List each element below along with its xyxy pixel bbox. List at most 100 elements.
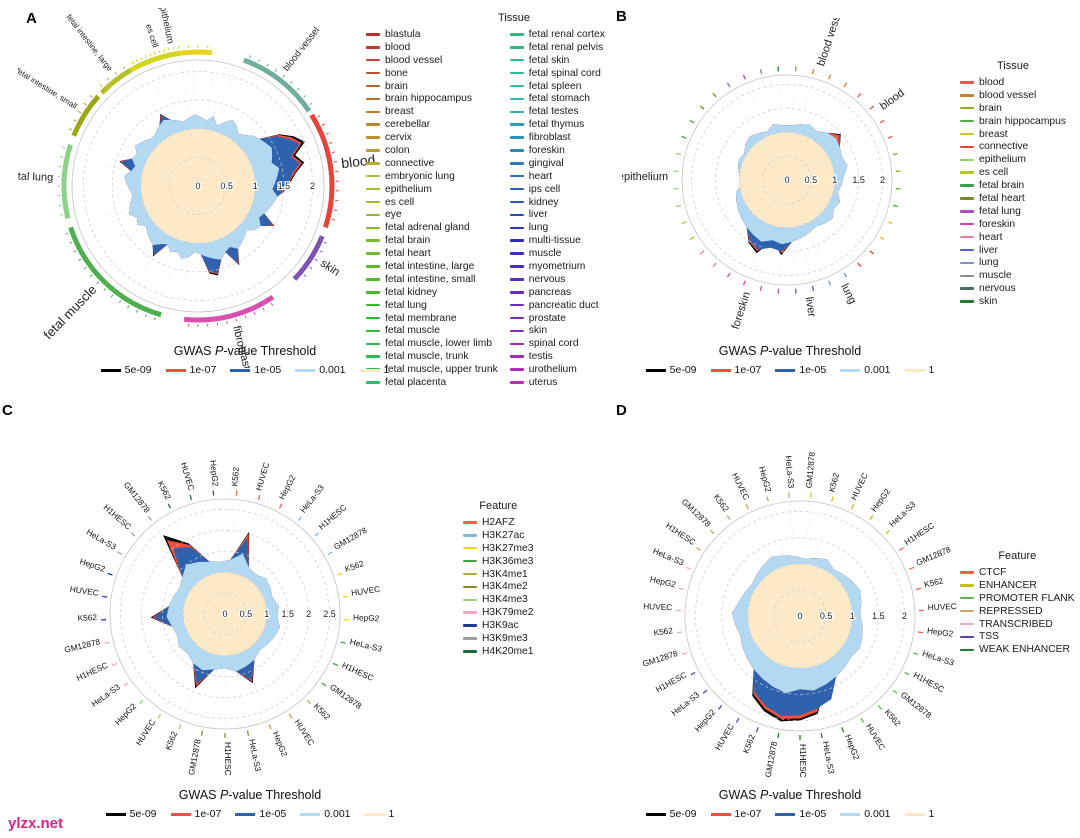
- spoke-label: K562: [653, 625, 674, 638]
- threshold-legend-item: 1: [359, 364, 389, 376]
- spoke-label: HUVEC: [293, 717, 317, 747]
- legend-item: pancreatic duct: [509, 299, 605, 312]
- threshold-legend-item: 5e-09: [645, 808, 697, 820]
- legend-label: myometrium: [528, 260, 586, 272]
- legend-item: brain hippocampus: [960, 115, 1066, 128]
- legend-swatch: [509, 97, 524, 101]
- radar-series: [732, 555, 863, 722]
- legend-swatch: [463, 585, 477, 589]
- spoke-label: K562: [156, 479, 174, 501]
- threshold-legend-title: GWAS P-value Threshold: [610, 344, 970, 358]
- threshold-legend-title-part: P: [219, 788, 229, 802]
- threshold-swatch: [364, 812, 385, 816]
- legend-title: Feature: [998, 550, 1037, 562]
- threshold-swatch: [235, 812, 256, 816]
- legend-item: gingival: [509, 157, 605, 170]
- threshold-legend-title-part: -value Threshold: [228, 788, 322, 802]
- legend-label: fetal adrenal gland: [385, 222, 470, 234]
- legend-label: breast: [979, 128, 1008, 140]
- legend-label: heart: [528, 170, 553, 182]
- spoke-label: blood vessel: [281, 25, 322, 73]
- spoke-label: K562: [883, 707, 904, 728]
- panel-label-c: C: [2, 402, 13, 419]
- spoke-label: fetal lung: [18, 170, 53, 184]
- legend-swatch: [463, 546, 477, 550]
- legend-item: lung: [960, 256, 1066, 269]
- legend-swatch: [960, 609, 974, 613]
- legend-item: ips cell: [509, 183, 605, 196]
- legend-item: fetal adrenal gland: [366, 221, 498, 234]
- legend-swatch: [509, 200, 524, 204]
- legend-item: muscle: [509, 247, 605, 260]
- legend-label: fetal heart: [385, 248, 431, 260]
- radar-rim: [101, 490, 349, 738]
- threshold-legend-item: 1: [904, 808, 935, 820]
- legend-label: TSS: [979, 631, 1000, 643]
- legend-label: fetal intestine, small: [385, 273, 476, 285]
- radar-grid-overlay: [71, 59, 325, 313]
- legend-item: liver: [960, 244, 1066, 257]
- legend-label: kidney: [528, 196, 559, 208]
- spoke-label: HeLa-S3: [247, 738, 263, 772]
- legend-swatch: [960, 106, 974, 110]
- threshold-label: 0.001: [324, 808, 351, 820]
- legend-swatch: [463, 521, 477, 524]
- spoke-label: HUVEC: [179, 461, 197, 492]
- threshold-label: 0.001: [864, 808, 891, 820]
- legend-swatch: [463, 559, 477, 563]
- spoke-label: H1HESC: [316, 502, 348, 532]
- threshold-legend-item: 1: [364, 808, 394, 820]
- threshold-label: 1e-07: [734, 808, 762, 820]
- legend-label: connective: [385, 157, 435, 169]
- legend-label: fetal brain: [979, 180, 1025, 192]
- spoke-label: HepG2: [113, 701, 139, 727]
- legend-swatch: [509, 355, 524, 358]
- threshold-swatch: [170, 812, 191, 816]
- spoke-label: HUVEC: [713, 722, 736, 752]
- threshold-swatch: [775, 368, 796, 372]
- legend-item: fetal placenta: [366, 376, 498, 389]
- legend-label: liver: [979, 244, 998, 256]
- legend-label: H3K27me3: [482, 542, 534, 554]
- threshold-label: 1: [928, 808, 935, 820]
- threshold-label: 1: [928, 364, 935, 376]
- legend-swatch: [509, 252, 524, 255]
- legend-item: fetal muscle: [366, 324, 498, 337]
- legend-swatch: [509, 329, 524, 333]
- legend-item: skin: [960, 295, 1066, 308]
- legend-title: Tissue: [498, 12, 530, 24]
- legend-label: brain hippocampus: [979, 115, 1067, 127]
- watermark: ylzx.net: [8, 815, 64, 832]
- legend-swatch: [366, 342, 380, 346]
- legend-item: fetal intestine, large: [366, 260, 498, 273]
- spoke-label: HUVEC: [928, 601, 957, 612]
- legend-swatch: [509, 368, 524, 371]
- axis-tick-label: 2: [880, 175, 885, 185]
- legend-label: fetal kidney: [385, 286, 438, 298]
- legend-swatch: [960, 261, 974, 265]
- legend-label: H4K20me1: [482, 645, 534, 657]
- legend-label: fetal spinal cord: [528, 67, 601, 79]
- legend-swatch: [509, 213, 524, 217]
- legend-swatch: [509, 239, 524, 242]
- legend-swatch: [463, 637, 477, 640]
- legend-swatch: [960, 584, 974, 587]
- spoke-label: GM12878: [122, 480, 153, 515]
- legend-label: TRANSCRIBED: [979, 618, 1053, 630]
- legend-item: breast: [960, 128, 1066, 141]
- legend-label: fetal stomach: [528, 93, 590, 105]
- legend-label: fetal testes: [528, 106, 579, 118]
- legend-item: epithelium: [960, 153, 1066, 166]
- legend-swatch: [960, 81, 974, 84]
- spoke-label: H1HESC: [912, 670, 946, 695]
- legend-item: H3K79me2: [463, 606, 534, 619]
- spoke-label: K562: [312, 701, 333, 722]
- axis-tick-label: 1: [264, 609, 269, 619]
- radar-series: [736, 124, 848, 256]
- radar-grid: [110, 499, 340, 729]
- axis-tick-label: 2: [902, 611, 907, 621]
- legend-swatch: [960, 300, 974, 303]
- threshold-label: 0.001: [864, 364, 891, 376]
- legend-label: H3K9ac: [482, 620, 519, 632]
